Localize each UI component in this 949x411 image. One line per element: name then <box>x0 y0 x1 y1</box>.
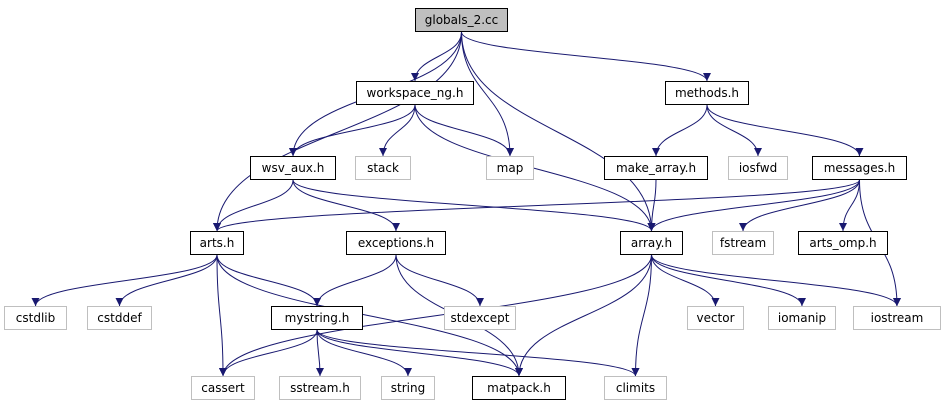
node-iostream: iostream <box>853 306 941 330</box>
node-matpack[interactable]: matpack.h <box>472 376 566 400</box>
edge-array-to-climits <box>631 254 652 377</box>
node-arts-omp[interactable]: arts_omp.h <box>798 231 888 255</box>
edge-array-to-iomanip <box>651 254 806 307</box>
edge-globals-2-to-methods <box>461 31 711 82</box>
node-workspace-ng[interactable]: workspace_ng.h <box>356 81 474 105</box>
edge-methods-to-make-array <box>652 104 708 157</box>
edge-array-to-iostream <box>651 254 901 307</box>
node-cstddef: cstddef <box>87 306 152 330</box>
node-stack: stack <box>355 156 411 180</box>
edge-messages-to-arts <box>213 179 860 232</box>
node-mystring[interactable]: mystring.h <box>271 306 363 330</box>
node-climits: climits <box>604 376 667 400</box>
node-map: map <box>486 156 534 180</box>
edge-workspace-ng-to-stack <box>379 104 416 157</box>
edge-exceptions-to-mystring <box>313 254 397 307</box>
edge-messages-to-arts-omp <box>839 179 860 232</box>
edge-globals-2-to-arts <box>213 31 462 232</box>
node-messages[interactable]: messages.h <box>812 156 907 180</box>
edge-exceptions-to-stdexcept <box>395 254 484 307</box>
edge-globals-2-to-map <box>461 31 514 157</box>
edge-arts-to-cassert <box>216 254 227 377</box>
node-cassert: cassert <box>191 376 255 400</box>
edge-mystring-to-climits <box>316 329 640 377</box>
edge-make-array-to-array <box>647 179 657 232</box>
edge-arts-to-cstdlib <box>31 254 218 307</box>
edge-array-to-cassert <box>219 254 652 377</box>
edge-workspace-ng-to-wsv-aux <box>289 104 416 157</box>
edge-wsv-aux-to-array <box>292 179 656 232</box>
node-stdexcept: stdexcept <box>444 306 516 330</box>
edge-globals-2-to-array <box>461 31 656 232</box>
node-iosfwd: iosfwd <box>728 156 788 180</box>
node-exceptions[interactable]: exceptions.h <box>346 231 446 255</box>
node-fstream: fstream <box>712 231 774 255</box>
node-string: string <box>381 376 435 400</box>
edge-arts-to-cstddef <box>115 254 218 307</box>
node-cstdlib: cstdlib <box>4 306 67 330</box>
node-methods[interactable]: methods.h <box>665 81 749 105</box>
edge-methods-to-iosfwd <box>706 104 762 157</box>
node-vector: vector <box>687 306 744 330</box>
node-iomanip: iomanip <box>768 306 836 330</box>
edge-globals-2-to-workspace-ng <box>411 31 462 82</box>
edge-wsv-aux-to-arts <box>213 179 294 232</box>
edge-mystring-to-cassert <box>219 329 318 377</box>
edge-mystring-to-matpack <box>316 329 523 377</box>
node-wsv-aux[interactable]: wsv_aux.h <box>250 156 336 180</box>
node-arts[interactable]: arts.h <box>190 231 244 255</box>
edge-methods-to-messages <box>706 104 864 157</box>
edge-mystring-to-sstream <box>315 329 324 377</box>
node-sstream: sstream.h <box>279 376 361 400</box>
edge-messages-to-array <box>647 179 860 232</box>
edge-mystring-to-string <box>316 329 412 377</box>
edge-arts-to-mystring <box>216 254 321 307</box>
edge-wsv-aux-to-exceptions <box>292 179 400 232</box>
edge-workspace-ng-to-map <box>414 104 514 157</box>
edge-array-to-vector <box>651 254 720 307</box>
node-make-array[interactable]: make_array.h <box>604 156 708 180</box>
edge-messages-to-fstream <box>739 179 860 232</box>
node-globals-2[interactable]: globals_2.cc <box>415 8 508 32</box>
node-array[interactable]: array.h <box>620 231 683 255</box>
edge-array-to-matpack <box>515 254 652 377</box>
